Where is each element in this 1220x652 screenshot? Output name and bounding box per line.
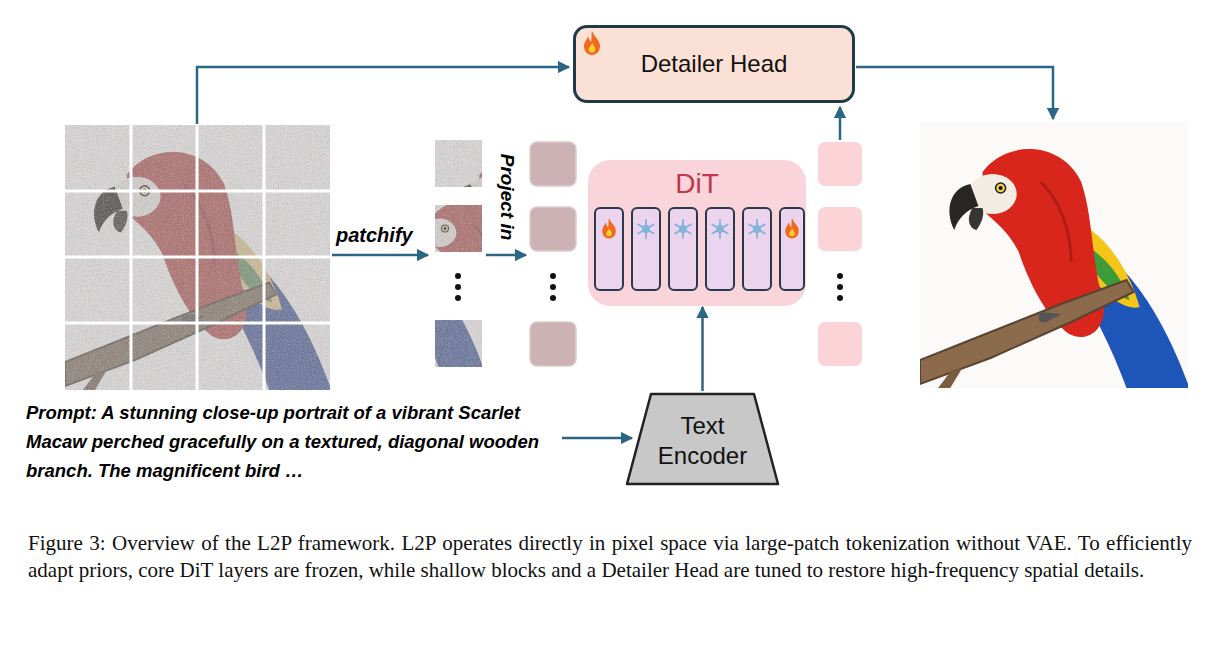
operation-label: patchify bbox=[336, 224, 436, 247]
prompt-text-box: Prompt: A stunning close-up portrait of … bbox=[26, 398, 556, 485]
prompt-text: Prompt: A stunning close-up portrait of … bbox=[26, 398, 556, 485]
flow-arrows bbox=[197, 67, 1053, 438]
figure-caption: Figure 3: Overview of the L2P framework.… bbox=[28, 530, 1192, 584]
trainable-icon bbox=[582, 31, 606, 59]
encoder-trapezoid: Text Encoder bbox=[625, 392, 780, 486]
node-label: DiT bbox=[675, 168, 719, 200]
node-label: Text Encoder bbox=[647, 407, 759, 471]
trainable-head-box: Detailer Head bbox=[573, 25, 855, 103]
output-image bbox=[920, 122, 1188, 388]
caption-box: Figure 3: Overview of the L2P framework.… bbox=[28, 530, 1192, 584]
noisy-input-image bbox=[65, 125, 330, 390]
operation-label-box: patchify bbox=[336, 224, 436, 247]
output-tokens bbox=[818, 142, 862, 366]
operation-label-box: Project in bbox=[496, 154, 518, 241]
node-label: Detailer Head bbox=[641, 50, 788, 78]
connector-arrow bbox=[701, 307, 704, 391]
input-tokens bbox=[530, 142, 576, 366]
transformer-box: DiT bbox=[588, 160, 806, 306]
image-patches bbox=[293, 140, 625, 371]
operation-label: Project in bbox=[496, 154, 518, 241]
